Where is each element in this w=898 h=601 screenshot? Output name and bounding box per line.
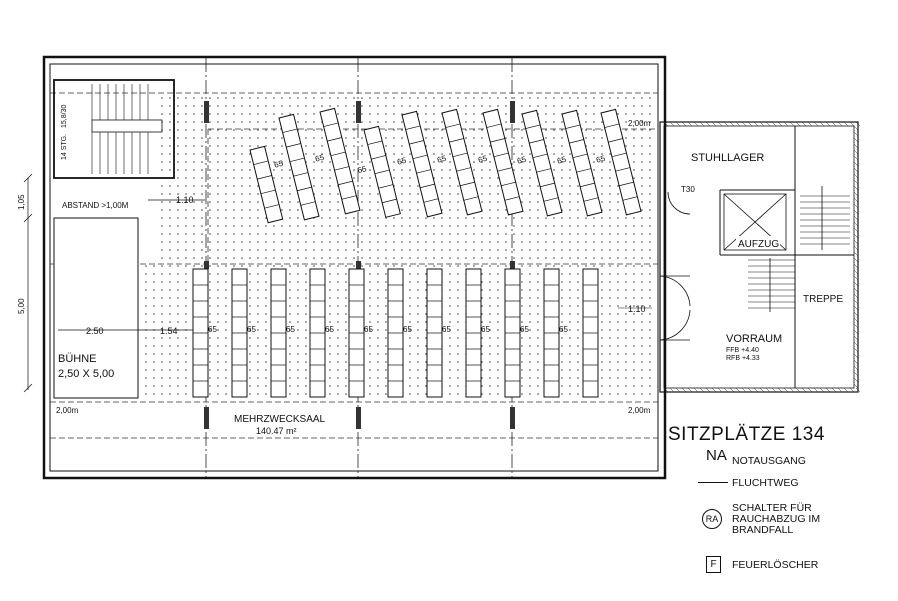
dim-gap-110: 1.10 [176,195,194,205]
na-label: NOTAUSGANG [732,455,806,467]
stairwell-left [53,79,175,179]
row-spacing-label: 65 [477,154,488,165]
row-spacing-label: 65 [286,325,295,334]
double-door [659,275,691,341]
ra-label-3: BRANDFALL [732,524,794,536]
hall-name: MEHRZWECKSAAL [234,414,326,425]
hall-area: 140.47 m² [256,426,297,436]
row-spacing-label: 65 [436,154,447,165]
chair-row: 65 [357,125,401,218]
columns [204,101,515,429]
chair-row: 65 [520,268,560,398]
chair-row: 65 [325,268,365,398]
row-spacing-label: 65 [325,325,334,334]
chair-row: 65 [273,113,320,221]
chair-row: 65 [364,268,404,398]
chair-rows-upper: 65 65 65 65 65 65 65 65 65 [249,107,642,224]
aisle-width-bottom-left: 2,00m [56,406,79,415]
row-spacing-label: 65 [556,155,567,166]
row-spacing-label: 65 [559,325,568,334]
row-spacing-label: 65 [314,153,325,164]
chair-row [192,268,209,398]
rfb-label: RFB +4.33 [726,355,760,362]
stairs-label: TREPPE [803,294,843,305]
fire-door [667,191,691,215]
chair-row: 65 [595,108,642,216]
aisle-width-bottom-right: 2,00m [628,406,651,415]
elevator-label-bg [736,236,780,249]
smoke-vent-switch-icon: RA [702,509,722,529]
row-spacing-label: 65 [364,325,373,334]
chair-row: 65 [481,268,521,398]
fire-extinguisher-icon: F [706,556,721,573]
row-spacing-label: 65 [208,325,217,334]
inner-wall [49,63,659,472]
chair-storage-label: STUHLLAGER [691,152,764,164]
row-spacing-label: 65 [595,154,606,165]
chair-row: 65 [403,268,443,398]
dim-gap-154: 1.54 [160,326,178,336]
legend: SITZPLÄTZE 134 NA NOTAUSGANG FLUCHTWEG R… [668,424,888,573]
outer-wall [42,55,667,480]
chair-row: 65 [516,109,563,217]
ra-symbol: RA [705,514,719,524]
fire-door-label: T30 [681,185,695,194]
chair-row: 65 [286,268,326,398]
na-symbol: NA [706,447,727,464]
row-spacing-label: 65 [357,164,368,175]
ra-label-2: RAUCHABZUG IM [732,513,821,525]
dim-stage-height: 5,00 [17,298,26,314]
annex-walls [659,121,859,393]
aisle-width-top: 2,00m [628,119,651,128]
vestibule-label: VORRAUM [726,333,782,345]
chair-row: 65 [247,268,287,398]
row-spacing-label: 65 [403,325,412,334]
chair-row [249,145,284,224]
escape-route-line [698,482,728,483]
stair-ratio-label: 15,8/30 [61,105,68,128]
annex-wall-hatch [663,121,861,393]
stair-right [748,186,850,312]
dimension-chain-left [23,173,205,393]
row-spacing-label: 65 [247,325,256,334]
escape-label: FLUCHTWEG [732,477,799,489]
ra-label-1: SCHALTER FÜR [732,502,812,514]
chair-row: 65 [556,109,603,217]
row-spacing-label: 65 [520,325,529,334]
row-spacing-label: 65 [396,156,407,167]
chair-row: 65 [208,268,248,398]
chair-row: 65 [314,107,361,215]
row-spacing-label: 65 [442,325,451,334]
f-label: FEUERLÖSCHER [732,559,819,571]
chair-row: 65 [436,108,483,216]
chair-row: 65 [477,108,524,216]
stair-steps-label: 14 STG. [61,134,68,160]
chair-row: 65 [559,268,599,398]
elevator-label: AUFZUG [738,239,779,250]
chair-row: 65 [442,268,482,398]
dim-door-clearance: 1.10 [628,304,646,314]
f-symbol: F [710,559,717,570]
row-spacing-label: 65 [516,155,527,166]
seat-count-title: SITZPLÄTZE 134 [668,424,825,445]
stage-name: BÜHNE [58,353,97,365]
row-spacing-label: 65 [273,159,284,170]
dim-offset-top: 1,05 [17,194,26,210]
dim-stage-depth: 2.50 [86,326,104,336]
ffb-label: FFB +4.40 [726,347,759,354]
stage [53,217,139,399]
row-spacing-label: 65 [481,325,490,334]
chair-rows-lower: 65 65 65 65 65 65 65 65 65 65 [192,268,599,398]
distance-note: ABSTAND >1,00M [62,201,129,210]
chair-row: 65 [396,110,443,218]
stage-size: 2,50 X 5,00 [58,368,114,380]
